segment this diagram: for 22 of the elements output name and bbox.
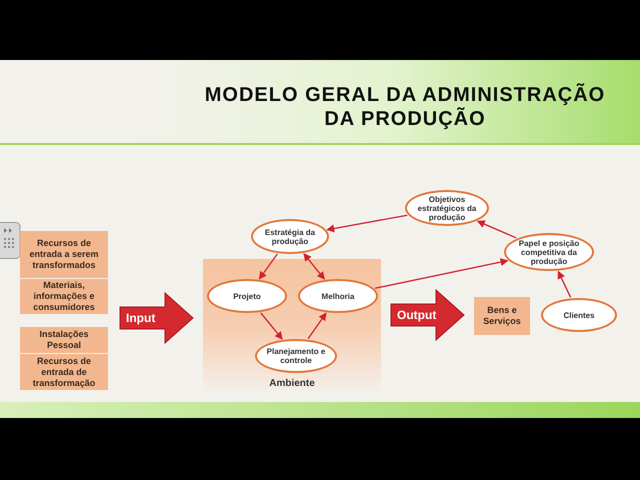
edge-label: Input — [126, 311, 156, 325]
arrow — [476, 220, 517, 239]
arrow — [258, 254, 278, 280]
arrow — [374, 258, 508, 289]
block-arrow — [120, 292, 194, 344]
input-box: Recursos de entrada a serem transformados — [20, 231, 108, 278]
process-ellipse: Melhoria — [298, 279, 378, 313]
edge-label: Output — [397, 308, 436, 322]
process-ellipse: Projeto — [207, 279, 287, 313]
input-box: Recursos de entrada de transformação — [20, 354, 108, 390]
input-box: Instalações Pessoal — [20, 327, 108, 353]
block-arrow — [390, 288, 465, 342]
arrow — [326, 214, 408, 232]
arrow — [308, 312, 327, 340]
arrow — [303, 253, 325, 280]
input-box: Bens e Serviços — [474, 297, 530, 335]
process-ellipse: Planejamento e controle — [255, 339, 337, 373]
arrow — [260, 312, 283, 340]
input-box: Materiais, informações e consumidores — [20, 279, 108, 314]
band-label: Ambiente — [268, 377, 316, 391]
slide-title: MODELO GERAL DA ADMINISTRAÇÃO DA PRODUÇÃO — [204, 83, 606, 131]
arrow — [558, 270, 572, 298]
